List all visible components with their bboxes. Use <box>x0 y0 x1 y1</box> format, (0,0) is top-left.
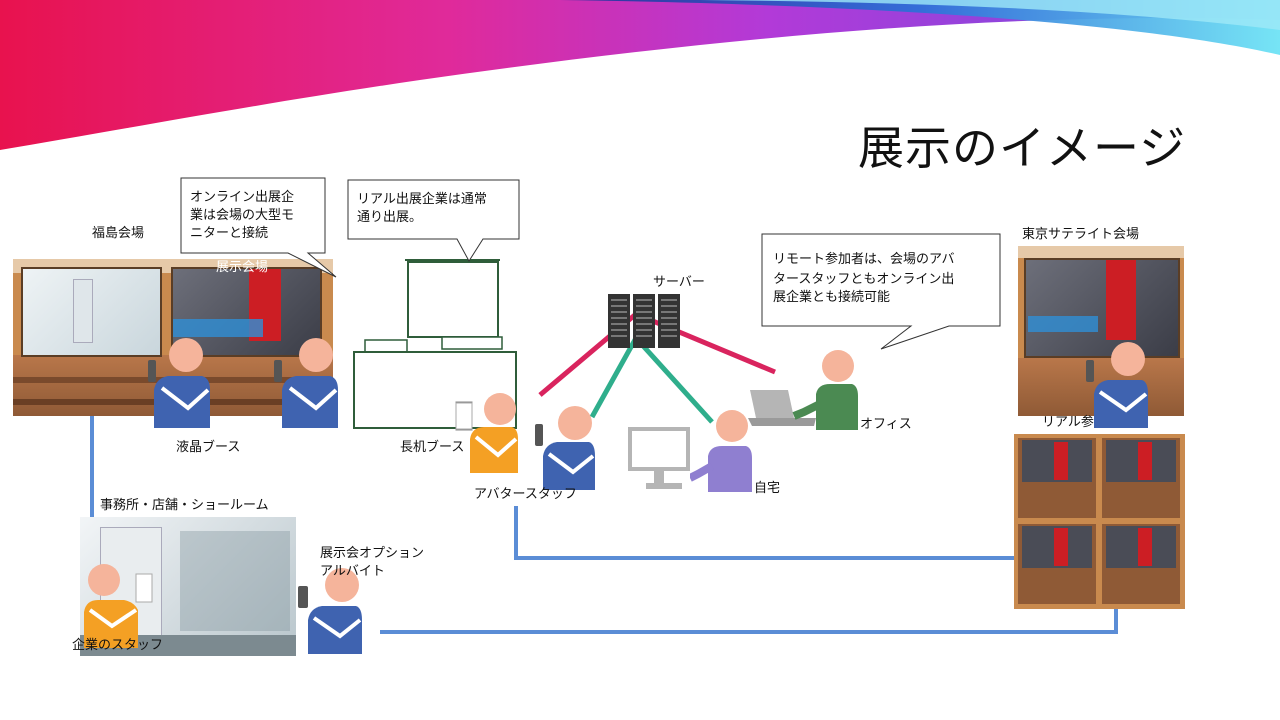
slide-title: 展示のイメージ <box>858 121 1187 175</box>
callout-remote-line1: リモート参加者は、会場のアバ <box>773 252 955 267</box>
callout-real: リアル出展企業は通常 通り出展。 <box>347 179 522 265</box>
monitor-icon <box>628 427 690 489</box>
callout-real-line2: 通り出展。 <box>357 210 423 225</box>
person-office <box>792 350 858 430</box>
person-company-staff <box>84 564 153 648</box>
callout-online: オンライン出展企 業は会場の大型モ ニターと接続 <box>180 177 340 283</box>
person-home <box>690 410 752 492</box>
person-tokyo <box>1086 342 1148 428</box>
label-home: 自宅 <box>754 481 781 496</box>
callout-online-line1: オンライン出展企 <box>190 190 295 205</box>
header-swoosh <box>0 0 1280 150</box>
person-fukushima-lcd-2 <box>274 338 338 428</box>
link-part-time-tokyo <box>380 606 1118 634</box>
real-participants-grid <box>1014 434 1185 609</box>
person-avatar-staff <box>535 406 595 490</box>
label-tokyo: 東京サテライト会場 <box>1022 227 1140 242</box>
callout-real-line1: リアル出展企業は通常 <box>357 192 487 207</box>
person-long-desk-staff <box>455 393 518 473</box>
person-fukushima-lcd-1 <box>148 338 210 428</box>
person-part-time <box>298 568 362 654</box>
callout-remote-line2: タースタッフともオンライン出 <box>773 272 955 287</box>
label-office: オフィス <box>860 417 912 432</box>
callout-online-line2: 業は会場の大型モ <box>190 208 295 223</box>
label-nagatsukue-booth: 長机ブース <box>400 440 465 455</box>
label-avatar-staff: アバタースタッフ <box>474 487 577 502</box>
label-company-staff: 企業のスタッフ <box>72 638 164 653</box>
label-option-line1: 展示会オプション <box>320 546 425 561</box>
callout-remote: リモート参加者は、会場のアバ タースタッフともオンライン出 展企業とも接続可能 <box>761 233 1003 351</box>
label-jimusho: 事務所・店舗・ショールーム <box>100 498 269 513</box>
callout-online-line3: ニターと接続 <box>190 226 269 241</box>
label-tenji-kaijo: 展示会場 <box>216 260 269 275</box>
label-fukushima: 福島会場 <box>92 226 145 241</box>
link-avatar-tokyo <box>514 506 1015 560</box>
callout-remote-line3: 展企業とも接続可能 <box>773 290 891 305</box>
fukushima-venue-image <box>13 259 333 416</box>
label-ekisho-booth: 液晶ブース <box>176 440 241 455</box>
label-option-line2: アルバイト <box>320 564 385 579</box>
laptop-icon <box>748 390 816 426</box>
label-server: サーバー <box>653 275 705 290</box>
server-icon <box>608 294 680 348</box>
